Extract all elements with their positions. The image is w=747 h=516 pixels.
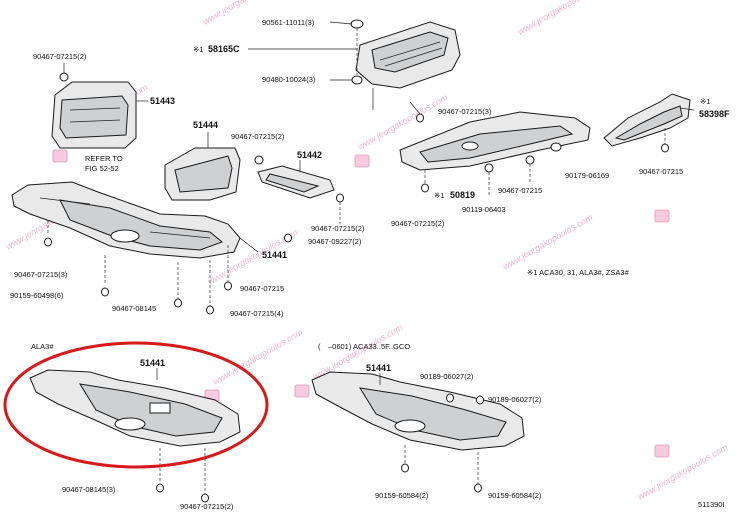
part-number-label: 58165C (208, 44, 240, 54)
applicability-note: ※1 ACA30, 31, ALA3#, ZSA3# (527, 268, 630, 277)
part-51441-top-drawing (11, 181, 241, 259)
bolt-icon (421, 183, 429, 193)
clip-icon (254, 155, 264, 165)
fastener-label: 90189-06027(2) (488, 395, 542, 404)
bolt-icon (284, 233, 292, 243)
part-50819-drawing (399, 111, 591, 171)
bolt-icon (101, 287, 109, 297)
bolt-icon (206, 305, 214, 315)
highlight-ring (3, 341, 269, 469)
fastener-label: 90159-60498(6) (10, 291, 64, 300)
fastener-label: 90467-07215(2) (231, 132, 285, 141)
fastener-label: 90467-07215(4) (230, 309, 284, 318)
part-51443-drawing (51, 81, 137, 149)
bolt-icon (401, 463, 409, 473)
part-58398f-drawing (603, 93, 691, 147)
fastener-label: 90561-11011(3) (262, 18, 315, 27)
watermark-badge-icon (354, 154, 370, 168)
watermark-text: www.jeorgakopoulos.com (516, 0, 610, 37)
part-mark: ※1 (700, 97, 710, 106)
fastener-label: 90467-07215(2) (33, 52, 87, 61)
part-mark: ※1 (434, 191, 444, 200)
bolt-icon (336, 193, 344, 203)
watermark-badge-icon (654, 209, 670, 223)
bolt-icon (44, 237, 52, 247)
diagram-code: 511390I (698, 500, 725, 509)
fastener-label: 90467-07215(2) (391, 219, 445, 228)
bolt-icon (416, 113, 424, 123)
fastener-label: 90467-08145 (112, 304, 156, 313)
bolt-icon (201, 493, 209, 503)
refer-note: REFER TO (85, 154, 123, 163)
part-number-label: 51441 (140, 358, 165, 368)
fastener-label: 90467-07215(3) (438, 107, 492, 116)
fastener-label: 90159-60584(2) (488, 491, 542, 500)
fastener-label: 90467-08145(3) (62, 485, 116, 494)
part-number-label: 51444 (193, 120, 218, 130)
fastener-label: 90467-07215 (639, 167, 683, 176)
fastener-label: 90467-09227(2) (308, 237, 362, 246)
clip-icon (525, 155, 535, 165)
bolt-icon (474, 483, 482, 493)
bolt-icon (174, 298, 182, 308)
bolt-icon (156, 483, 164, 493)
watermark-text: www.jeorgakopoulos.com (501, 212, 595, 272)
refer-note: FIG 52-52 (85, 164, 119, 173)
clip-icon (350, 19, 364, 29)
watermark-text: www.jeorgakopoulos.com (636, 442, 730, 502)
clip-icon (550, 142, 562, 152)
bolt-icon (661, 143, 669, 153)
fastener-label: 90467-07215(2) (180, 502, 234, 511)
part-51444-drawing (164, 147, 241, 201)
fastener-label: 90467-07215(2) (311, 224, 365, 233)
part-51442-drawing (257, 165, 335, 199)
clip-icon (351, 75, 363, 85)
watermark-text: www.jeorgakopoulos.com (211, 327, 305, 387)
watermark-badge-icon (52, 149, 68, 163)
fastener-label: 90467-07215 (240, 284, 284, 293)
fastener-label: 90159-60584(2) (375, 491, 429, 500)
watermark-badge-icon (654, 444, 670, 458)
bolt-icon (224, 281, 232, 291)
fastener-label: 90189-06027(2) (420, 372, 474, 381)
part-number-label: 51443 (150, 96, 175, 106)
fastener-label: 90119-06403 (462, 205, 506, 214)
fastener-label: 90480-10024(3) (262, 75, 316, 84)
part-number-label: 50819 (450, 190, 475, 200)
clip-icon (59, 72, 69, 82)
part-51441-aca-drawing (311, 371, 525, 451)
part-number-label: 51442 (297, 150, 322, 160)
bolt-icon (446, 393, 454, 403)
part-number-label: 58398F (699, 109, 730, 119)
clip-icon (484, 163, 494, 173)
variant-label: ALA3# (31, 342, 54, 351)
fastener-label: 90467-07215(3) (14, 270, 68, 279)
part-mark: ※1 (193, 45, 203, 54)
watermark-badge-icon (294, 384, 310, 398)
bolt-icon (476, 395, 484, 405)
fastener-label: 90467-07215 (498, 186, 542, 195)
part-51441-ala-drawing (29, 369, 241, 447)
part-number-label: 51441 (262, 250, 287, 260)
fastener-label: 90179-06169 (565, 171, 609, 180)
part-number-label: 51441 (366, 363, 391, 373)
variant-label: ( –0601) ACA33..5F..GCO (318, 342, 410, 351)
part-58165c-drawing (355, 21, 461, 89)
